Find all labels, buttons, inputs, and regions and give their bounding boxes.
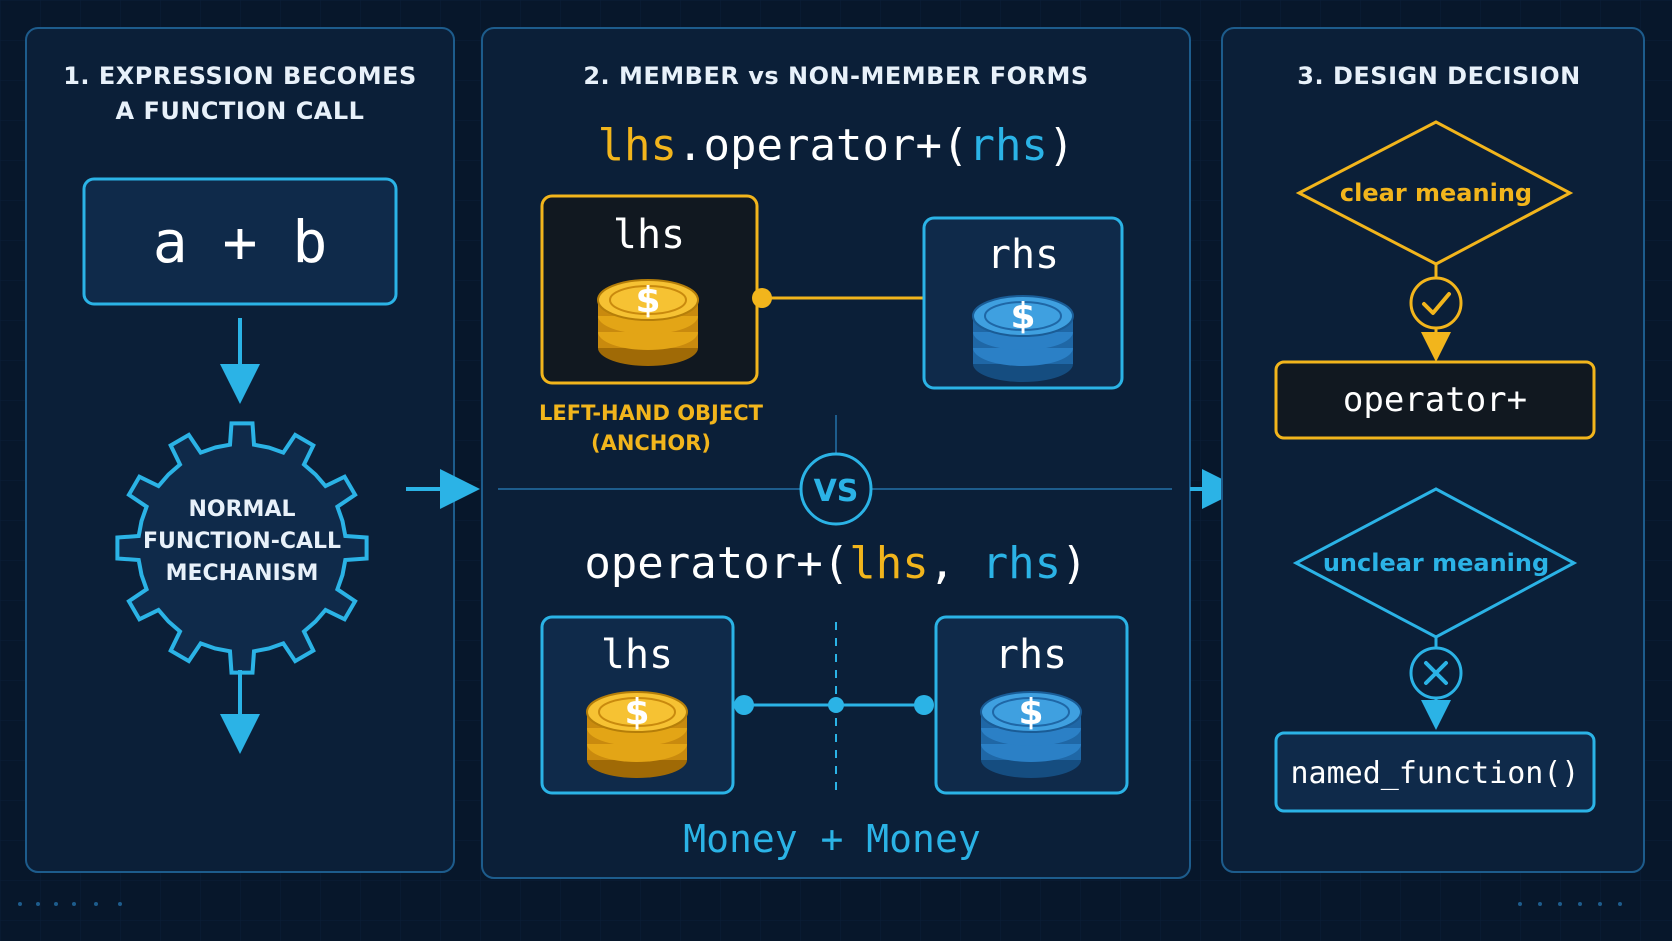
svg-text:$: $ [624,692,649,733]
nonmember-lhs-label: lhs [601,632,673,678]
connector-dot [914,695,934,715]
vs-badge [799,452,873,526]
check-icon [1409,276,1463,330]
vs-label: VS [814,474,859,509]
anchor-label-line2: (ANCHOR) [591,431,711,455]
member-sig-close: ) [1048,120,1075,171]
panel-member-forms: 2. MEMBER vs NON-MEMBER FORMS lhs.operat… [481,27,1191,879]
panel1-title-line1: 1. EXPRESSION BECOMES [63,62,417,90]
member-signature: lhs.operator+(rhs) [598,120,1075,171]
member-sig-rhs: rhs [968,120,1047,171]
clear-meaning-label: clear meaning [1340,179,1532,207]
coin-stack-icon: $ [980,691,1082,779]
gear-label-line3: MECHANISM [166,561,319,586]
nonmember-sig-lhs: lhs [849,538,928,589]
panel-design-decision: 3. DESIGN DECISION clear meaning operato… [1221,27,1645,873]
named-function-label: named_function() [1291,756,1580,791]
member-sig-op: .operator+( [677,120,968,171]
svg-text:$: $ [1018,692,1043,733]
member-lhs-label: lhs [613,212,685,258]
svg-text:$: $ [635,280,660,321]
connector-dot [734,695,754,715]
coin-stack-icon: $ [972,295,1074,383]
coin-stack-icon: $ [597,279,699,367]
nonmember-sig-close: ) [1061,538,1088,589]
panel2-title: 2. MEMBER vs NON-MEMBER FORMS [583,62,1088,90]
panel1-title-line2: A FUNCTION CALL [116,97,365,125]
nonmember-sig-comma: , [929,538,982,589]
expression-box [82,177,398,306]
member-rhs-label: rhs [987,232,1059,278]
svg-text:$: $ [1010,296,1035,337]
gear-icon [115,421,369,675]
coin-stack-icon: $ [586,691,688,779]
member-sig-lhs: lhs [598,120,677,171]
cross-icon [1409,646,1463,700]
operator-box-label: operator+ [1343,380,1527,420]
nonmember-rhs-label: rhs [995,632,1067,678]
panel3-title: 3. DESIGN DECISION [1297,62,1580,90]
panel-expression: 1. EXPRESSION BECOMES A FUNCTION CALL a … [25,27,455,873]
expression-text: a + b [153,208,328,276]
nonmember-signature: operator+(lhs, rhs) [584,538,1087,589]
anchor-dot [752,288,772,308]
operator-box [1274,360,1596,440]
unclear-meaning-label: unclear meaning [1323,549,1549,577]
named-function-box [1274,731,1596,813]
nonmember-sig-rhs: rhs [982,538,1061,589]
gear-label-line1: NORMAL [189,497,296,522]
nonmember-sig-op: operator+( [584,538,849,589]
gear-label-line2: FUNCTION-CALL [143,529,341,554]
anchor-label-line1: LEFT-HAND OBJECT [539,401,764,425]
decorative-dots [18,902,1622,906]
money-expression: Money + Money [683,817,980,861]
